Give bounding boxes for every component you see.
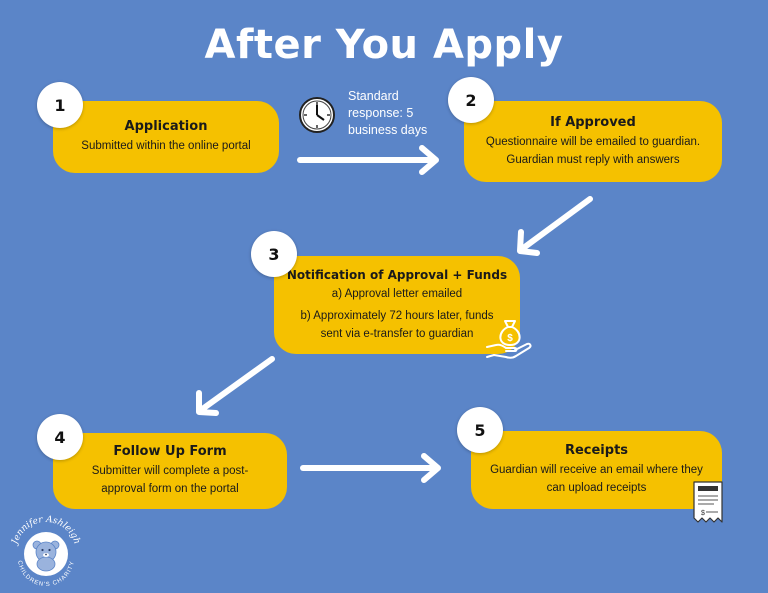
step-2-box: If Approved Questionnaire will be emaile…	[464, 101, 722, 182]
receipt-icon: $	[693, 481, 723, 523]
step-3-text-line-1: a) Approval letter emailed	[331, 287, 463, 300]
step-5-text-line-2: can upload receipts	[546, 482, 647, 494]
step-2-text-line-2: Guardian must reply with answers	[506, 153, 680, 166]
step-4-number: 4	[37, 414, 83, 460]
step-3-heading: Notification of Approval + Funds	[286, 267, 508, 282]
step-5-heading: Receipts	[564, 443, 629, 458]
step-2-heading: If Approved	[550, 114, 636, 130]
arrow-4-to-5	[300, 453, 441, 483]
step-4-text-line-1: Submitter will complete a post-	[91, 465, 249, 477]
step-3-number: 3	[251, 231, 297, 277]
step-3-box: Notification of Approval + Funds a) Appr…	[274, 256, 520, 354]
clock-icon	[299, 97, 335, 133]
step-1-box: Application Submitted within the online …	[53, 101, 279, 173]
step-4-text-line-2: approval form on the portal	[101, 483, 239, 495]
teddy-bear-icon	[32, 540, 60, 572]
step-5-number: 5	[457, 407, 503, 453]
standard-response-text: Standard response: 5 business days	[348, 89, 428, 137]
step-4-box: Follow Up Form Submitter will complete a…	[53, 433, 287, 509]
money-bag-hand-icon: $	[486, 320, 532, 359]
page-title: After You Apply	[204, 22, 564, 68]
arrow-1-to-2	[297, 145, 439, 175]
arrow-2-to-3	[517, 196, 593, 256]
step-5-box: Receipts Guardian will receive an email …	[471, 431, 722, 509]
arrow-3-to-4	[196, 356, 275, 416]
step-3-text-line-3: sent via e-transfer to guardian	[320, 327, 474, 340]
step-1-text: Submitted within the online portal	[81, 140, 251, 152]
step-2-text-line-1: Questionnaire will be emailed to guardia…	[485, 135, 701, 148]
svg-text:$: $	[701, 510, 705, 517]
step-3-text-line-2: b) Approximately 72 hours later, funds	[300, 309, 494, 322]
step-1-number: 1	[37, 82, 83, 128]
step-5-text-line-1: Guardian will receive an email where the…	[490, 464, 703, 476]
svg-text:$: $	[507, 333, 513, 344]
step-4-heading: Follow Up Form	[113, 444, 227, 459]
charity-logo: Jennifer Ashleigh CHILDREN'S CHARITY	[10, 515, 82, 588]
step-2-number: 2	[448, 77, 494, 123]
step-1-heading: Application	[124, 119, 208, 134]
